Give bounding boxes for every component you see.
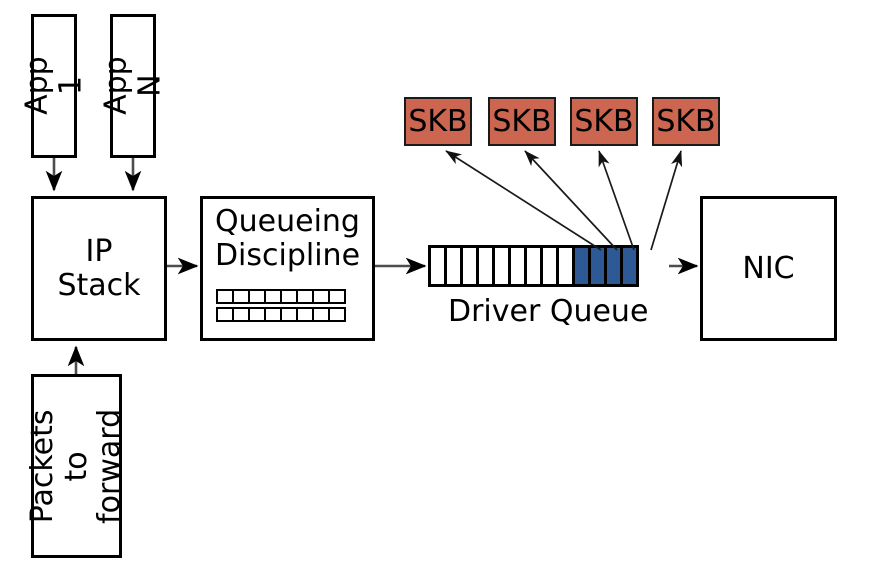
- arrow-slot4-to-skb4: [650, 150, 683, 251]
- arrow-slot2-to-skb2: [524, 150, 618, 251]
- qdisc-queue-row: [216, 289, 346, 304]
- skb-box-4: SKB: [652, 97, 720, 146]
- nic-label: NIC: [742, 250, 795, 286]
- driver-queue-slot-filled: [620, 245, 639, 287]
- app-1-label: App 1: [19, 56, 89, 116]
- node-app-n: App N: [98, 14, 167, 158]
- ip-stack-label: IP Stack: [57, 233, 141, 303]
- skb-box-1: SKB: [404, 97, 472, 146]
- queueing-discipline-label: Queueing Discipline: [214, 204, 361, 273]
- node-nic: NIC: [700, 196, 837, 341]
- skb-label: SKB: [492, 103, 552, 139]
- arrow-slot3-to-skb3: [598, 150, 635, 251]
- skb-label: SKB: [656, 103, 716, 139]
- qdisc-cell: [328, 307, 346, 322]
- app-n-label: App N: [98, 56, 168, 116]
- skb-label: SKB: [574, 103, 634, 139]
- qdisc-queue-grid: [216, 289, 346, 322]
- driver-queue-caption: Driver Queue: [448, 294, 649, 329]
- skb-box-2: SKB: [488, 97, 556, 146]
- packets-to-forward-label: Packets to forward: [25, 408, 128, 524]
- arrow-slot1-to-skb1: [445, 150, 602, 251]
- qdisc-queue-row: [216, 307, 346, 322]
- node-ip-stack: IP Stack: [31, 196, 167, 341]
- skb-label: SKB: [408, 103, 468, 139]
- skb-box-3: SKB: [570, 97, 638, 146]
- node-packets-to-forward: Packets to forward: [25, 374, 127, 558]
- driver-queue: [428, 245, 639, 287]
- node-app-1: App 1: [19, 14, 88, 158]
- qdisc-cell: [328, 289, 346, 304]
